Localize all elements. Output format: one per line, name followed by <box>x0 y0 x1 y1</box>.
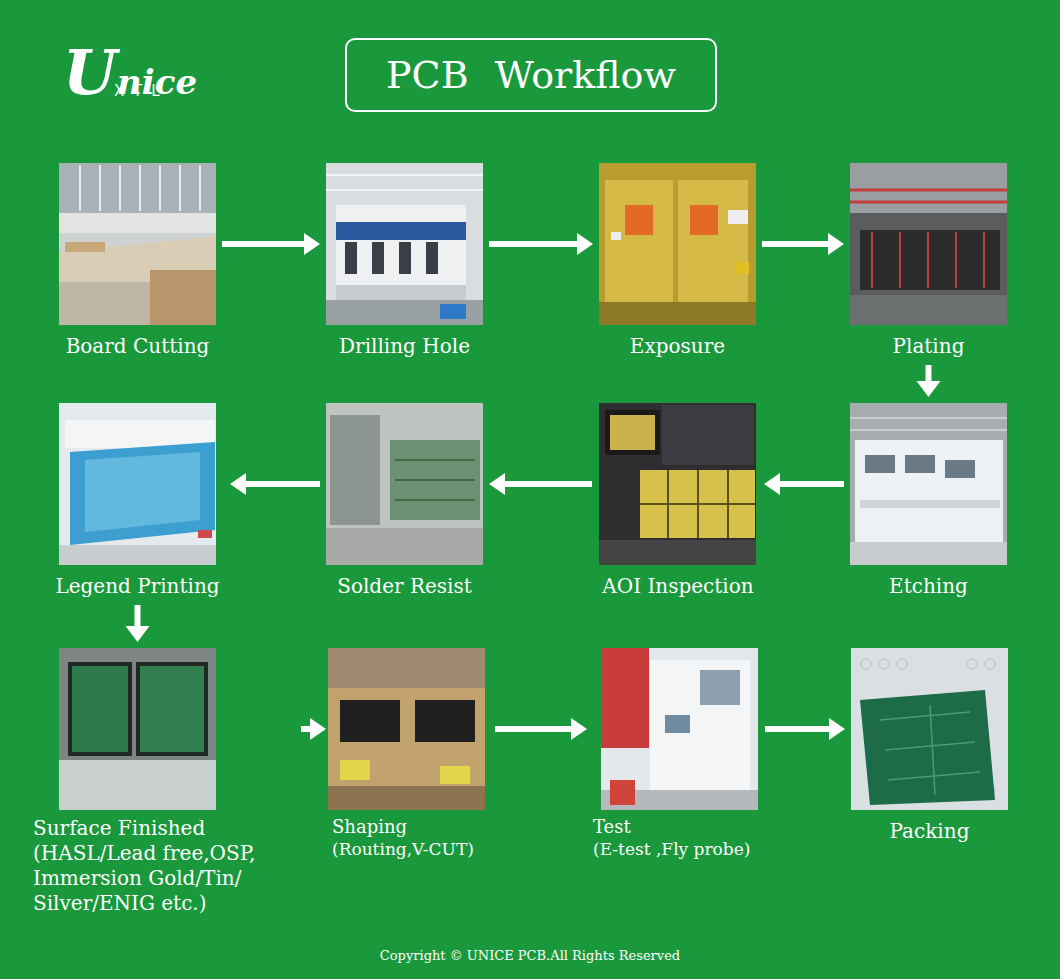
process-step: Packing <box>851 648 1008 844</box>
arrow-shaft <box>222 241 304 247</box>
flow-arrow <box>495 718 587 740</box>
process-step: Exposure <box>599 163 756 359</box>
logo-subtext: XTL <box>114 84 169 99</box>
process-step: Legend Printing <box>51 403 224 599</box>
process-step: Test(E-test ,Fly probe) <box>593 648 759 860</box>
arrow-head <box>230 473 246 495</box>
arrow-shaft <box>762 241 828 247</box>
arrow-shaft <box>765 726 829 732</box>
arrow-head <box>917 381 941 397</box>
copyright-note: Copyright © UNICE PCB.All Rights Reserve… <box>0 948 1060 964</box>
flow-arrow <box>917 365 941 397</box>
photo <box>326 403 483 565</box>
flow-arrow <box>764 473 844 495</box>
flow-arrow <box>762 233 844 255</box>
flow-arrow <box>301 718 326 740</box>
arrow-head <box>126 626 150 642</box>
step-label: Solder Resist <box>326 574 483 599</box>
step-label: Legend Printing <box>51 574 224 599</box>
photo <box>601 648 758 810</box>
arrow-head <box>304 233 320 255</box>
process-step: Shaping(Routing,V-CUT) <box>332 648 489 860</box>
photo <box>59 648 216 810</box>
flow-arrow <box>230 473 320 495</box>
photo <box>326 163 483 325</box>
step-label: Plating <box>850 334 1007 359</box>
step-label: AOI Inspection <box>598 574 758 599</box>
flow-arrow <box>489 233 593 255</box>
arrow-head <box>764 473 780 495</box>
arrow-shaft <box>135 605 141 626</box>
flow-arrow <box>489 473 592 495</box>
step-detail: (HASL/Lead free,OSP, Immersion Gold/Tin/… <box>33 841 295 916</box>
photo <box>599 403 756 565</box>
arrow-head <box>489 473 505 495</box>
arrow-shaft <box>505 481 592 487</box>
process-step: AOI Inspection <box>598 403 758 599</box>
step-label: Board Cutting <box>59 334 216 359</box>
step-label: Exposure <box>599 334 756 359</box>
arrow-head <box>828 233 844 255</box>
arrow-head <box>571 718 587 740</box>
photo <box>850 403 1007 565</box>
photo <box>59 403 216 565</box>
photo <box>850 163 1007 325</box>
process-step: Etching <box>850 403 1007 599</box>
title-text: PCB Workflow <box>345 38 717 112</box>
step-label: Drilling Hole <box>326 334 483 359</box>
flow-arrow <box>765 718 845 740</box>
arrow-head <box>310 718 326 740</box>
process-step: Board Cutting <box>59 163 216 359</box>
process-step: Surface Finished(HASL/Lead free,OSP, Imm… <box>33 648 295 916</box>
process-step: Drilling Hole <box>326 163 483 359</box>
arrow-head <box>829 718 845 740</box>
process-step: Solder Resist <box>326 403 483 599</box>
step-detail: (E-test ,Fly probe) <box>593 839 759 860</box>
step-label: Etching <box>850 574 1007 599</box>
step-label: Test <box>593 816 759 839</box>
arrow-shaft <box>495 726 571 732</box>
step-label: Shaping <box>332 816 489 839</box>
photo <box>59 163 216 325</box>
flow-arrow <box>222 233 320 255</box>
arrow-shaft <box>489 241 577 247</box>
step-detail: (Routing,V-CUT) <box>332 839 489 860</box>
step-label: Surface Finished <box>33 816 295 841</box>
step-label: Packing <box>851 819 1008 844</box>
photo <box>328 648 485 810</box>
process-step: Plating <box>850 163 1007 359</box>
arrow-shaft <box>926 365 932 381</box>
flow-arrow <box>126 605 150 642</box>
arrow-head <box>577 233 593 255</box>
arrow-shaft <box>246 481 320 487</box>
photo <box>851 648 1008 810</box>
arrow-shaft <box>780 481 844 487</box>
photo <box>599 163 756 325</box>
arrow-shaft <box>301 726 310 732</box>
